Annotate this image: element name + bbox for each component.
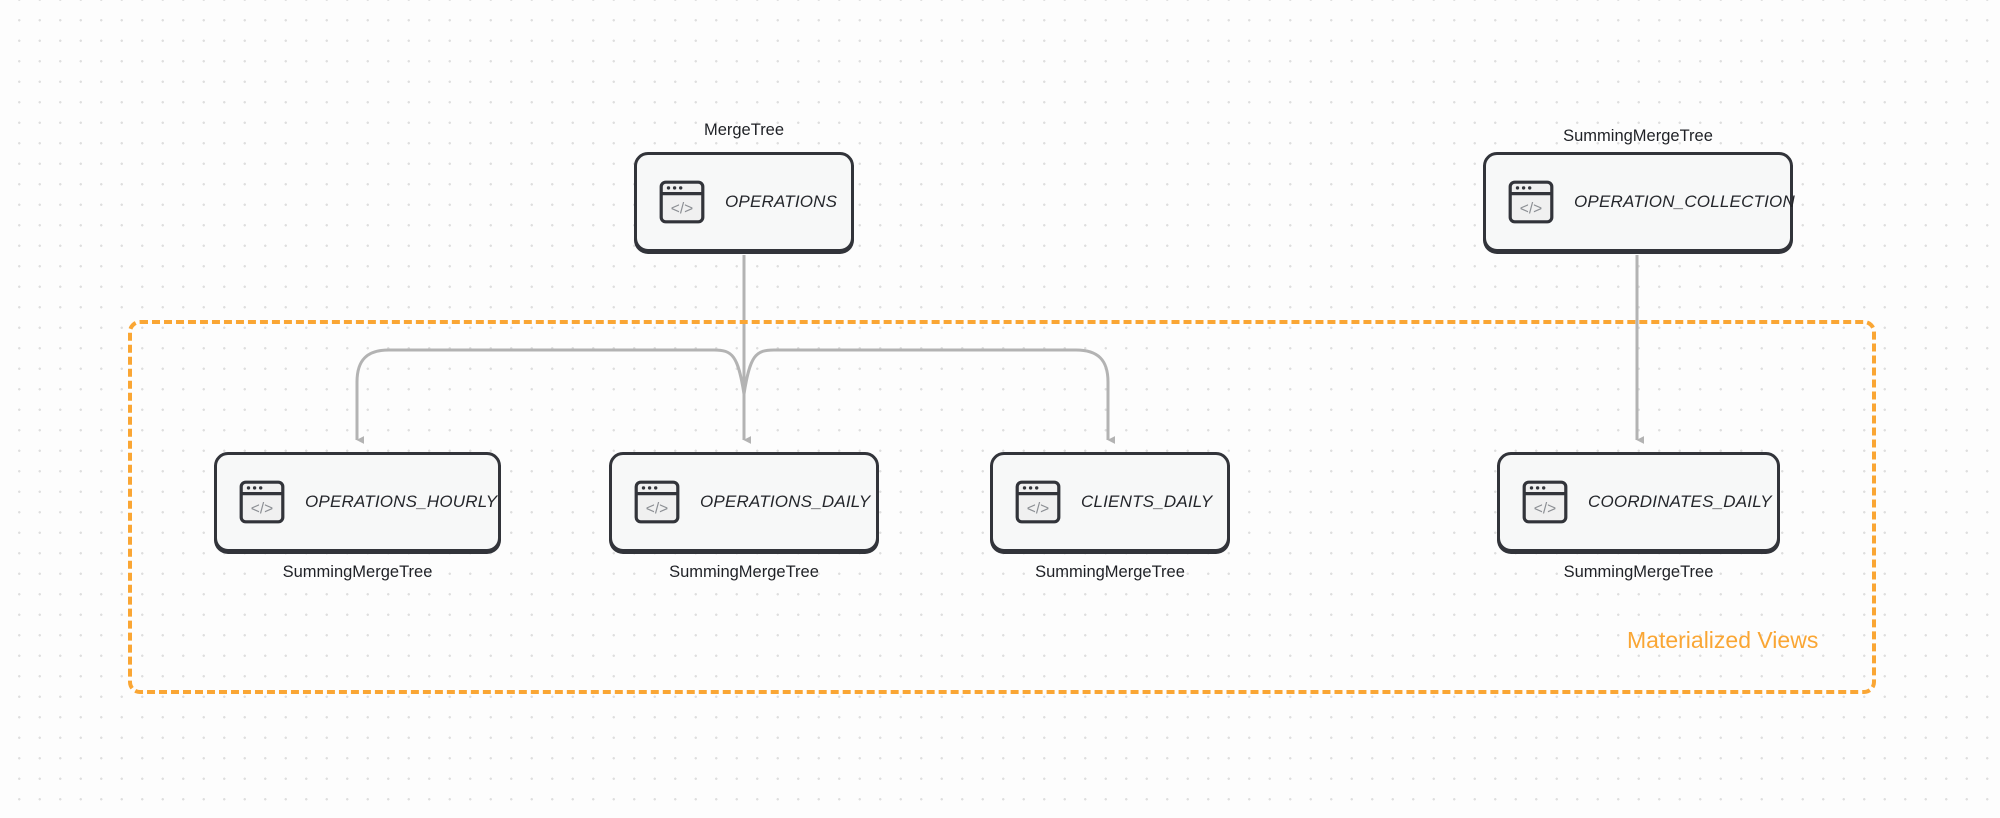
- node-clients-daily[interactable]: </> CLIENTS_DAILY: [990, 452, 1230, 552]
- code-window-icon: </>: [1015, 480, 1061, 524]
- svg-text:</>: </>: [251, 501, 273, 518]
- code-window-icon: </>: [239, 480, 285, 524]
- node-label-operations: OPERATIONS: [725, 192, 838, 211]
- node-label-operation-collection: OPERATION_COLLECTION: [1574, 192, 1795, 211]
- node-caption-operations-hourly: SummingMergeTree: [282, 563, 433, 581]
- node-label-coordinates-daily: COORDINATES_DAILY: [1588, 492, 1772, 511]
- node-caption-operations: MergeTree: [703, 121, 785, 139]
- node-caption-operations-daily: SummingMergeTree: [669, 563, 819, 581]
- materialized-views-group: [128, 320, 1876, 694]
- code-window-icon: </>: [659, 180, 705, 224]
- node-caption-operation-collection: SummingMergeTree: [1563, 127, 1713, 145]
- node-label-operations-daily: OPERATIONS_DAILY: [700, 492, 871, 511]
- node-operations-hourly[interactable]: </> OPERATIONS_HOURLY: [214, 452, 501, 552]
- svg-text:</>: </>: [1520, 201, 1542, 218]
- node-operations[interactable]: </> OPERATIONS: [634, 152, 854, 252]
- code-window-icon: </>: [1508, 180, 1554, 224]
- materialized-views-group-label: Materialized Views: [1627, 627, 1819, 653]
- node-label-operations-hourly: OPERATIONS_HOURLY: [305, 492, 498, 511]
- svg-text:</>: </>: [671, 201, 693, 218]
- svg-text:</>: </>: [646, 501, 668, 518]
- node-label-clients-daily: CLIENTS_DAILY: [1081, 492, 1213, 511]
- node-caption-coordinates-daily: SummingMergeTree: [1563, 563, 1714, 581]
- node-operation-collection[interactable]: </> OPERATION_COLLECTION: [1483, 152, 1795, 252]
- code-window-icon: </>: [1522, 480, 1568, 524]
- node-coordinates-daily[interactable]: </> COORDINATES_DAILY: [1497, 452, 1780, 552]
- node-operations-daily[interactable]: </> OPERATIONS_DAILY: [609, 452, 879, 552]
- svg-text:</>: </>: [1534, 501, 1556, 518]
- code-window-icon: </>: [634, 480, 680, 524]
- svg-text:</>: </>: [1027, 501, 1049, 518]
- node-caption-clients-daily: SummingMergeTree: [1035, 563, 1185, 581]
